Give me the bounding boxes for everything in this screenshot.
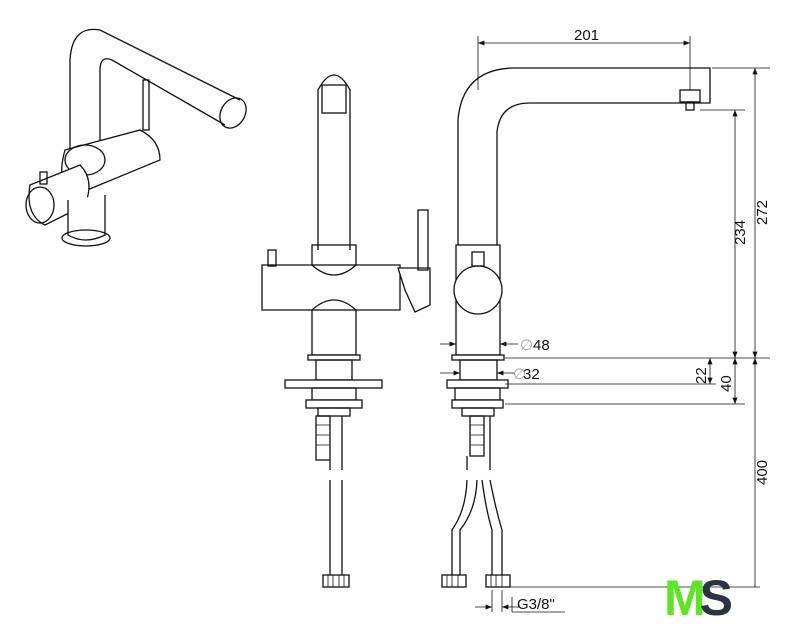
dim-base-height: 40: [718, 375, 735, 392]
isometric-view: [25, 28, 247, 247]
dim-shank-diameter: 32: [523, 366, 540, 383]
diameter-symbol-32: ∅: [513, 366, 526, 383]
logo-letter-s: S: [699, 570, 733, 626]
front-view: [261, 74, 431, 588]
dim-spout-height: 234: [732, 220, 749, 245]
dim-body-diameter: 48: [533, 337, 550, 354]
diameter-symbol-48: ∅: [520, 337, 533, 354]
dim-hose-length: 400: [754, 460, 771, 485]
brand-logo: MS: [664, 570, 733, 626]
dim-total-height: 272: [754, 200, 771, 225]
dim-reach: 201: [574, 27, 599, 44]
logo-letter-m: M: [664, 570, 706, 626]
dimension-lines: [440, 36, 770, 613]
dimension-labels: 201 272 234 ∅ 48 ∅ 32 22 40 400 G3/8": [513, 27, 771, 613]
dim-plate-thickness: 22: [693, 367, 710, 384]
dim-connector-thread: G3/8": [517, 596, 555, 613]
side-view: [441, 67, 711, 588]
